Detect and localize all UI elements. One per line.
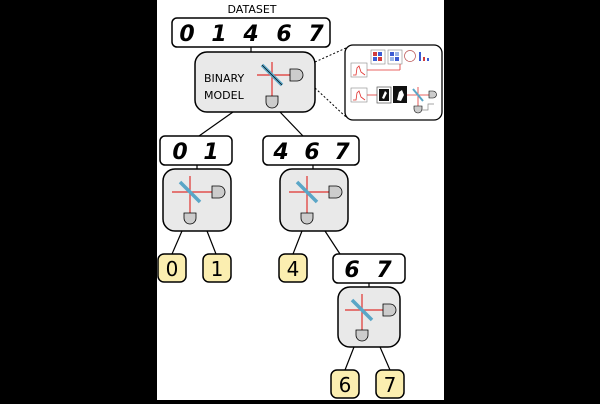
tree-edge: [292, 230, 303, 255]
tree-edge: [198, 111, 234, 137]
tree-edge: [206, 230, 217, 255]
optical-setup: [289, 176, 343, 225]
detector-icon: [183, 212, 197, 225]
subset-digit: 6: [304, 140, 319, 165]
detector-icon: [265, 95, 279, 109]
leaf-class-label: 1: [211, 257, 224, 281]
beam-splitter-edge: [261, 64, 283, 86]
detector-icon: [211, 185, 226, 199]
detector-icon: [289, 68, 304, 82]
leaf-class-node: [202, 253, 232, 283]
detector-icon: [355, 329, 369, 342]
matrix-cell: [373, 57, 377, 61]
leaf-class-node: [330, 369, 360, 399]
dataset-digit: 6: [276, 22, 291, 47]
subset-box-right: [262, 135, 360, 166]
detector-icon: [328, 185, 343, 199]
beam-splitter-icon: [178, 180, 202, 204]
inset-pointer-line: [314, 47, 347, 63]
matrix-cell: [373, 52, 377, 56]
bar-plot-bar: [427, 58, 429, 61]
leaf-class-node: [157, 253, 187, 283]
detector-icon: [428, 90, 437, 99]
leaf-class-node: [278, 253, 308, 283]
matrix-cell: [395, 57, 399, 61]
subset-digit: 0: [172, 140, 187, 165]
subset-digit: 1: [203, 140, 218, 165]
tree-edge: [171, 230, 183, 255]
tree-edge: [379, 346, 391, 371]
subset-box-left: [159, 135, 233, 166]
subset-digit: 4: [272, 140, 288, 165]
leaf-class-label: 0: [166, 257, 179, 281]
leaf-class-label: 7: [384, 373, 397, 397]
leaf-class-node: [375, 369, 405, 399]
inset-contents: [350, 49, 437, 114]
subset-digit: 7: [376, 258, 392, 283]
inset-wire: [422, 103, 434, 111]
dataset-digits: 0 1 4 6 7: [179, 22, 324, 47]
inset-pointer-line: [314, 87, 347, 118]
matrix-cell: [378, 57, 382, 61]
tree-edge: [279, 111, 304, 137]
histogram-curve: [353, 90, 366, 101]
matrix-cell: [390, 52, 394, 56]
detector-icon: [382, 303, 397, 317]
subset-digit: 7: [334, 140, 350, 165]
tree-edge: [344, 346, 355, 371]
matrix-cell: [390, 57, 394, 61]
beam-splitter-icon: [350, 298, 374, 322]
subset-digit: 6: [344, 258, 359, 283]
dataset-digit: 1: [211, 22, 226, 47]
optical-setup: [345, 294, 397, 342]
bar-plot-bar: [423, 57, 425, 61]
detector-icon: [413, 105, 423, 114]
dataset-title: DATASET: [228, 3, 277, 16]
circular-plot-icon: [404, 50, 416, 62]
leaf-class-label: 6: [339, 373, 352, 397]
mask-glyph: [397, 90, 404, 101]
mask-glyph: [382, 91, 387, 99]
detector-icon: [300, 212, 314, 225]
matrix-cell: [378, 52, 382, 56]
bar-plot-bar: [419, 52, 421, 61]
leaf-class-label: 4: [287, 257, 300, 281]
root-model-label-line1: BINARY: [204, 72, 244, 85]
optical-setup: [172, 176, 226, 225]
tree-edge: [324, 230, 341, 255]
root-model-label-line2: MODEL: [204, 89, 245, 102]
root-optical-setup: [257, 62, 304, 109]
dataset-digit: 4: [242, 22, 258, 47]
matrix-cell: [395, 52, 399, 56]
root-model-node: [194, 51, 316, 113]
beam-splitter-icon: [412, 88, 424, 102]
beam-splitter-icon: [295, 180, 319, 204]
dataset-digit: 7: [308, 22, 324, 47]
histogram-curve: [353, 65, 366, 76]
dataset-digit: 0: [179, 22, 194, 47]
